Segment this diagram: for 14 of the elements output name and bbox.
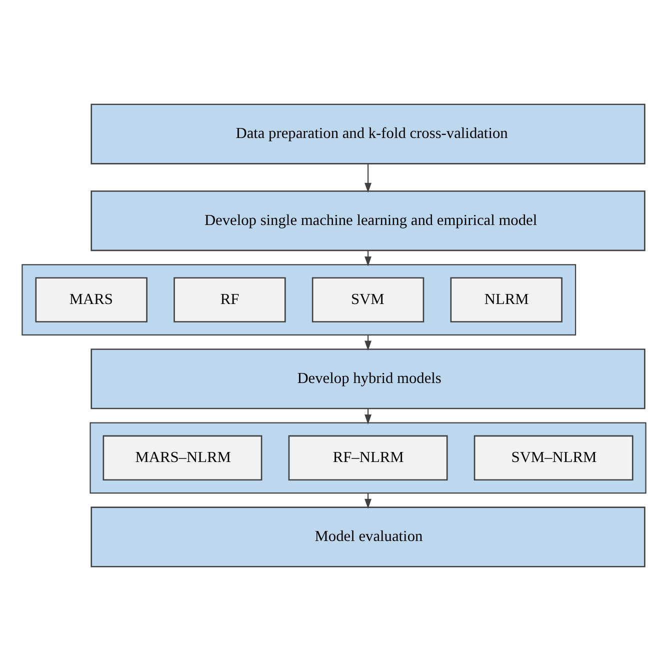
node-box: NLRM [450, 277, 562, 322]
node-box: Develop single machine learning and empirical model [90, 190, 645, 252]
node-box: Develop hybrid models [90, 348, 645, 410]
node-box: SVM–NLRM [473, 435, 633, 481]
arrow [364, 164, 371, 193]
node-box: MARS–NLRM [102, 435, 262, 481]
node-box: Model evaluation [90, 506, 645, 568]
node-box: Data preparation and k-fold cross-validation [90, 104, 645, 164]
node-box: RF–NLRM [288, 435, 448, 481]
cluster [21, 264, 576, 336]
node-box: MARS [34, 277, 147, 322]
cluster [89, 422, 646, 494]
node-box: SVM [311, 277, 424, 322]
node-box: RF [173, 277, 286, 322]
